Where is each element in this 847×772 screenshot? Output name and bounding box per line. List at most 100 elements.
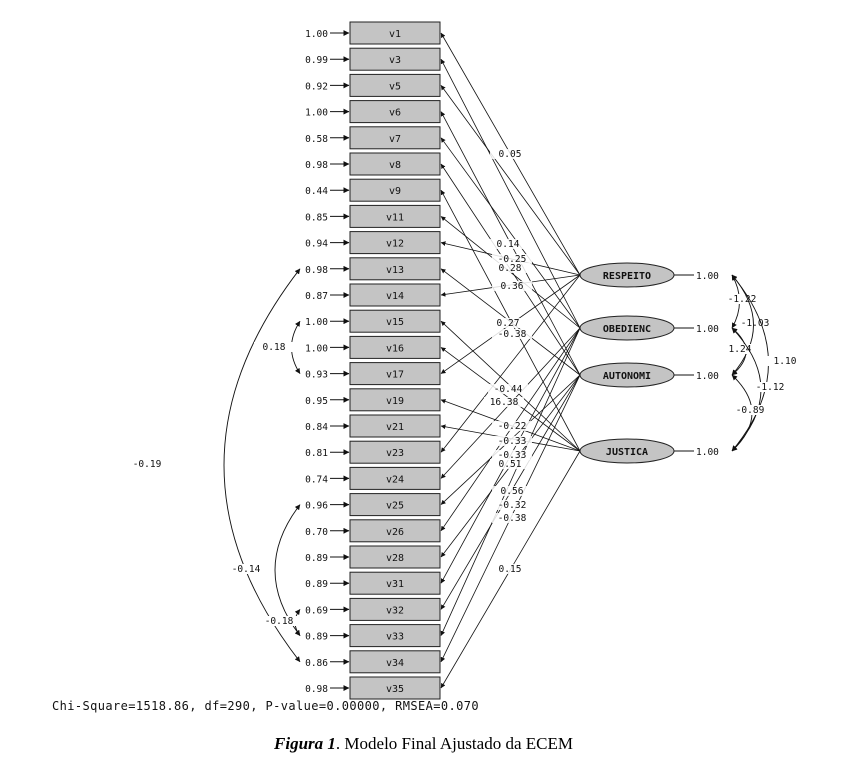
error-variance-v12: 0.94 — [305, 239, 328, 250]
error-variance-v34: 0.86 — [305, 658, 328, 669]
error-variance-v26: 0.70 — [305, 527, 328, 538]
path-label-bg — [490, 564, 530, 574]
error-variance-v24: 0.74 — [305, 474, 328, 485]
path-label-bg — [492, 436, 532, 446]
path-label-bg — [488, 239, 528, 249]
error-variance-v17: 0.93 — [305, 370, 328, 381]
error-variance-v5: 0.92 — [305, 81, 328, 92]
figure-label: Figura 1 — [274, 734, 336, 753]
factor-correlation-label: -1.22 — [728, 294, 757, 305]
covariance-label-bg — [259, 616, 299, 626]
observed-label-v11: v11 — [386, 212, 404, 223]
error-variance-v32: 0.69 — [305, 605, 328, 616]
error-variance-v7: 0.58 — [305, 134, 328, 145]
path-coefficient-label: -0.32 — [498, 500, 527, 511]
correlation-label-bg — [737, 318, 773, 328]
path-label-bg — [490, 149, 530, 159]
path-label-bg — [492, 513, 532, 523]
observed-box-v19 — [349, 388, 441, 412]
factor-correlation-label: -1.03 — [741, 318, 770, 329]
observed-box-v11 — [349, 204, 441, 228]
error-variance-v33: 0.89 — [305, 632, 328, 643]
error-variance-v14: 0.87 — [305, 291, 328, 302]
error-variance-v9: 0.44 — [305, 186, 328, 197]
path-coefficient-label: 0.27 — [497, 318, 520, 329]
path-label-bg — [492, 500, 532, 510]
path-coefficient-label: 0.28 — [499, 263, 522, 274]
path-label-bg — [492, 329, 532, 339]
error-variance-v15: 1.00 — [305, 317, 328, 328]
latent-variance-respeito: 1.00 — [696, 271, 719, 282]
loading-path-OBEDIENC-v3 — [440, 58, 581, 329]
observed-label-v26: v26 — [386, 527, 404, 538]
observed-label-v23: v23 — [386, 448, 404, 459]
observed-box-v1 — [349, 21, 441, 45]
error-variance-v13: 0.98 — [305, 265, 328, 276]
loading-path-RESPEITO-v23 — [440, 274, 581, 453]
path-coefficient-label: -0.38 — [498, 329, 527, 340]
observed-box-v15 — [349, 309, 441, 333]
observed-box-v12 — [349, 231, 441, 255]
path-coefficient-label: 0.36 — [501, 281, 524, 292]
factor-correlation-label: 1.24 — [729, 344, 752, 355]
factor-correlation-label: -1.12 — [756, 382, 785, 393]
observed-box-v25 — [349, 493, 441, 517]
observed-box-v28 — [349, 545, 441, 569]
correlation-label-bg — [722, 344, 758, 354]
correlation-label-bg — [724, 294, 760, 304]
error-variance-v6: 1.00 — [305, 108, 328, 119]
path-diagram: -0.190.18-0.14-0.18-1.22-1.031.241.10-1.… — [127, 21, 797, 700]
path-coefficient-label: -0.44 — [494, 384, 523, 395]
path-label-bg — [490, 459, 530, 469]
observed-label-v32: v32 — [386, 605, 404, 616]
observed-label-v28: v28 — [386, 553, 404, 564]
error-variance-v25: 0.96 — [305, 501, 328, 512]
observed-label-v25: v25 — [386, 501, 404, 512]
observed-label-v17: v17 — [386, 370, 404, 381]
observed-label-v5: v5 — [389, 81, 401, 92]
path-label-bg — [492, 254, 532, 264]
path-coefficient-label: -0.25 — [498, 254, 527, 265]
factor-correlation-label: -0.89 — [736, 405, 765, 416]
correlation-label-bg — [752, 382, 788, 392]
path-coefficient-label: 16.38 — [490, 397, 519, 408]
observed-box-v32 — [349, 597, 441, 621]
path-coefficient-label: 0.51 — [499, 459, 522, 470]
observed-box-v23 — [349, 440, 441, 464]
latent-label-respeito: RESPEITO — [603, 271, 651, 282]
path-coefficient-label: 0.14 — [497, 239, 520, 250]
observed-box-v13 — [349, 257, 441, 281]
observed-label-v24: v24 — [386, 474, 404, 485]
path-label-bg — [488, 384, 528, 394]
error-variance-v28: 0.89 — [305, 553, 328, 564]
path-label-bg — [492, 486, 532, 496]
observed-label-v21: v21 — [386, 422, 404, 433]
latent-label-autonomi: AUTONOMI — [603, 371, 651, 382]
path-coefficient-label: 0.15 — [499, 564, 522, 575]
error-variance-v23: 0.81 — [305, 448, 328, 459]
factor-correlation-label: 1.10 — [774, 356, 797, 367]
observed-label-v33: v33 — [386, 632, 404, 643]
path-label-bg — [492, 450, 532, 460]
path-coefficient-label: -0.38 — [498, 513, 527, 524]
path-label-bg — [484, 397, 524, 407]
observed-box-v14 — [349, 283, 441, 307]
error-variance-v16: 1.00 — [305, 343, 328, 354]
error-variance-v1: 1.00 — [305, 29, 328, 40]
observed-box-v31 — [349, 571, 441, 595]
covariance-label-bg — [226, 564, 266, 574]
error-variance-v11: 0.85 — [305, 212, 328, 223]
covariance-label-bg — [127, 459, 167, 469]
path-label-bg — [492, 421, 532, 431]
observed-box-v7 — [349, 126, 441, 150]
observed-label-v15: v15 — [386, 317, 404, 328]
path-coefficient-label: -0.22 — [498, 421, 527, 432]
observed-label-v1: v1 — [389, 29, 401, 40]
observed-label-v31: v31 — [386, 579, 404, 590]
error-covariance-label: -0.18 — [265, 616, 294, 627]
correlation-label-bg — [732, 405, 768, 415]
covariance-label-bg — [254, 342, 294, 352]
error-covariance-label: -0.19 — [133, 459, 162, 470]
path-label-bg — [492, 281, 532, 291]
observed-box-v6 — [349, 100, 441, 124]
